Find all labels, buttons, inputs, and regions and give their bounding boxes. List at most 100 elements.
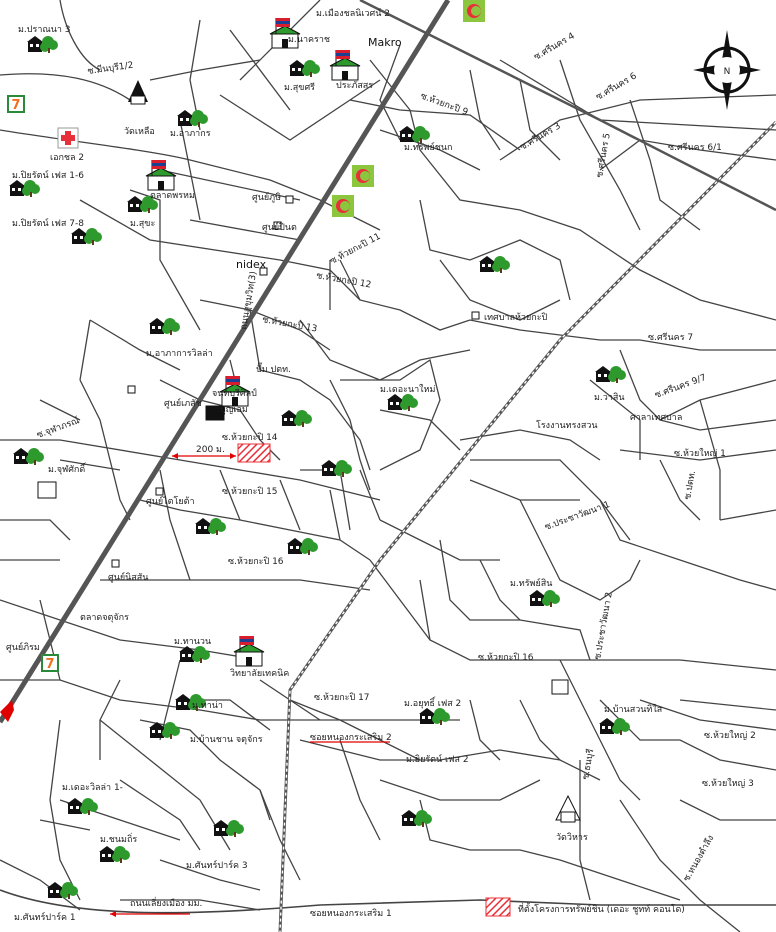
map-label: ศูนย์นิสสัน xyxy=(108,571,148,583)
map-label: ซ.ห้วยใหญ่ 3 xyxy=(702,778,754,789)
map-label: ซ.ศรีนคร 4 xyxy=(532,30,577,62)
map-label: ม.เมืองชลนิเวศน์ 2 xyxy=(316,7,390,19)
map-label: ตลาดพรหม xyxy=(150,191,195,201)
main-highway xyxy=(0,0,451,724)
top-highway xyxy=(359,0,776,212)
map-label: ซ.ห้วยกะปิ 15 xyxy=(222,486,278,497)
map-label: ม.ปิยรัตน์ เฟส 7-8 xyxy=(12,217,84,229)
label-makro: Makro xyxy=(368,36,402,49)
map-label: ม.ทานวน xyxy=(174,637,211,647)
railway-line xyxy=(278,120,776,932)
map-label: ซ.ประชาวัฒนา 2 xyxy=(593,591,615,660)
big-c-icon xyxy=(332,195,354,217)
map-label: เทศบาลห้วยกะปิ xyxy=(484,312,548,323)
map-label: เอกชล 2 xyxy=(50,153,84,163)
map-label: ซ.ห้วยกะปิ 16 xyxy=(228,556,284,567)
map-label: ศูนย์ภิรม xyxy=(6,641,40,653)
map-label: วัดวิหาร xyxy=(556,832,588,843)
map-label: ซ.ห้วยใหญ่ 1 xyxy=(674,448,726,459)
map-label: ปั๊ม ปตท. xyxy=(256,362,291,375)
seven-eleven-icon xyxy=(7,95,25,114)
map-label: วิทยาลัยเทคนิค xyxy=(230,668,289,679)
map-label: ม.วาสิน xyxy=(594,392,625,403)
map-label: ซ.ห้วยกะปิ 11 xyxy=(328,231,382,267)
map-label: ม.จุฬศักดิ์ xyxy=(48,462,87,475)
compass-north-label: N xyxy=(724,67,731,77)
legend-project-swatch xyxy=(485,897,511,917)
map-label: ศูนย์เภสัช xyxy=(164,397,202,409)
map-label: วัดเหลือ xyxy=(124,126,155,137)
map-label: ม.ทรัพย์สิน xyxy=(510,577,552,589)
map-label: ซ.ห้วยใหญ่ 2 xyxy=(704,730,756,741)
school-icon xyxy=(329,49,361,81)
map-label: ม.เดอะวิลล่า 1- xyxy=(62,782,123,793)
map-label: ม.ศันทร์ปาร์ค 3 xyxy=(186,859,248,871)
map-label: ม.บ้านชาน จตุจักร xyxy=(190,734,263,745)
north-compass-icon xyxy=(693,30,761,110)
map-label: ซ.ศรีนคร 7 xyxy=(648,332,693,343)
map-label: บุญเอม xyxy=(220,405,248,415)
map-label: ตลาดจตุจักร xyxy=(80,613,129,623)
hospital-icon xyxy=(57,127,79,149)
map-label: ซ.ห้วยกะปิ 14 xyxy=(222,432,278,443)
map-label: ม.ทรัพย์ชนก xyxy=(404,141,452,153)
temple-icon xyxy=(555,794,581,823)
map-label: ศูนย์ภูษิ xyxy=(252,191,281,203)
map-label: ถนนเลี่ยงเมือง มม. xyxy=(130,896,202,909)
map-label: ซ.หนองตำลึง xyxy=(681,833,716,883)
seven-eleven-icon xyxy=(41,654,59,673)
school-icon xyxy=(145,159,177,191)
map-label: ม.อยุทธิ์ เฟส 2 xyxy=(404,696,461,709)
map-labels: Makro nidex ม.ปราณนา 3 ม.เมืองชลนิเวศน์ … xyxy=(6,7,756,923)
map-label: โรงงานทรงสวน xyxy=(536,420,598,431)
map-label: ซอยหนองกระเสริม 1 xyxy=(310,908,392,919)
map-label: ม.สุขะ xyxy=(130,219,155,229)
map-label: ม.ยิยรัตน์ เฟส 2 xyxy=(406,753,469,765)
map-label: ซ.จุฬาภรณ์ xyxy=(35,414,81,441)
map-label: ซ.ห้วยกะปิ 17 xyxy=(314,692,370,703)
map-label: ศูนย์ปินต xyxy=(262,221,297,233)
map-label: ถนนสุขุมวิท(3) xyxy=(238,270,259,330)
right-road xyxy=(679,699,776,711)
map-label: ม.ศันทร์ปาร์ค 1 xyxy=(14,911,76,923)
map-label: ซ.ห้วยกะปิ 16 xyxy=(478,652,534,663)
map-label: ซ.ห้วยกะปิ 13 xyxy=(261,314,318,334)
direction-arrow-icon xyxy=(0,700,14,722)
map-label: ซ.ห้วยกะปิ 12 xyxy=(315,270,372,290)
map-label: ศูนย์ไตโยต้า xyxy=(146,495,195,507)
map-label: ม.ปิยรัตน์ เฟส 1-6 xyxy=(12,169,84,181)
temple-icon xyxy=(128,80,148,105)
map-label: ซ.ศรีนคร 3 xyxy=(518,121,563,153)
map-label: ซ.ศรีนคร 9/7 xyxy=(653,372,707,401)
map-label: ซ.ประชาวัฒนา 1 xyxy=(544,500,612,533)
map-label: ซอยหนองกระเสริม 2 xyxy=(310,732,392,743)
map-label: ซ.ศรีนคร 6/1 xyxy=(668,142,722,153)
big-c-icon xyxy=(463,0,485,22)
map-label: 200 ม. xyxy=(196,445,225,455)
map-label: ซ.ธนบุรี xyxy=(580,748,596,781)
map-label: ม.ปราณนา 3 xyxy=(18,25,71,35)
map-label: ม.บ้านสวนทิใส xyxy=(604,704,663,715)
bottom-road xyxy=(0,889,776,914)
map-label: ม.สุขศรี xyxy=(284,82,315,93)
map-label: ม.อาภากร xyxy=(170,129,211,139)
landmark-squares xyxy=(37,195,569,695)
map-label: ม.นาคราช xyxy=(288,35,330,45)
map-label: ประภัสสร xyxy=(336,81,373,91)
label-nidex: nidex xyxy=(236,258,267,271)
map-label: ที่ตั้งโครงการทรัพย์ชิน (เดอะ ชูทท์ คอนโ… xyxy=(518,902,685,915)
map-label: ซ.ปตท. xyxy=(683,470,698,501)
map-label: ซ.ศรีนคร 6 xyxy=(594,70,639,102)
map-label: ม.ชนมถิ่ร xyxy=(100,832,137,845)
map-label: จนทบุรีศิลป์ xyxy=(212,387,257,399)
map-label: ศาลาเทศบาล xyxy=(630,413,682,423)
big-c-icon xyxy=(352,165,374,187)
project-site-marker xyxy=(237,443,271,463)
map-label: ซ.มีนบุรี1/2 xyxy=(87,60,134,77)
map-label: ม.ทาน่า xyxy=(192,701,223,711)
map-label: ม.อาภาการวิลล่า xyxy=(146,348,213,359)
map-label: ซ.ห้วยกะปิ 9 xyxy=(419,90,470,117)
map-label: ม.เดอะนาใหม่ xyxy=(380,384,435,395)
